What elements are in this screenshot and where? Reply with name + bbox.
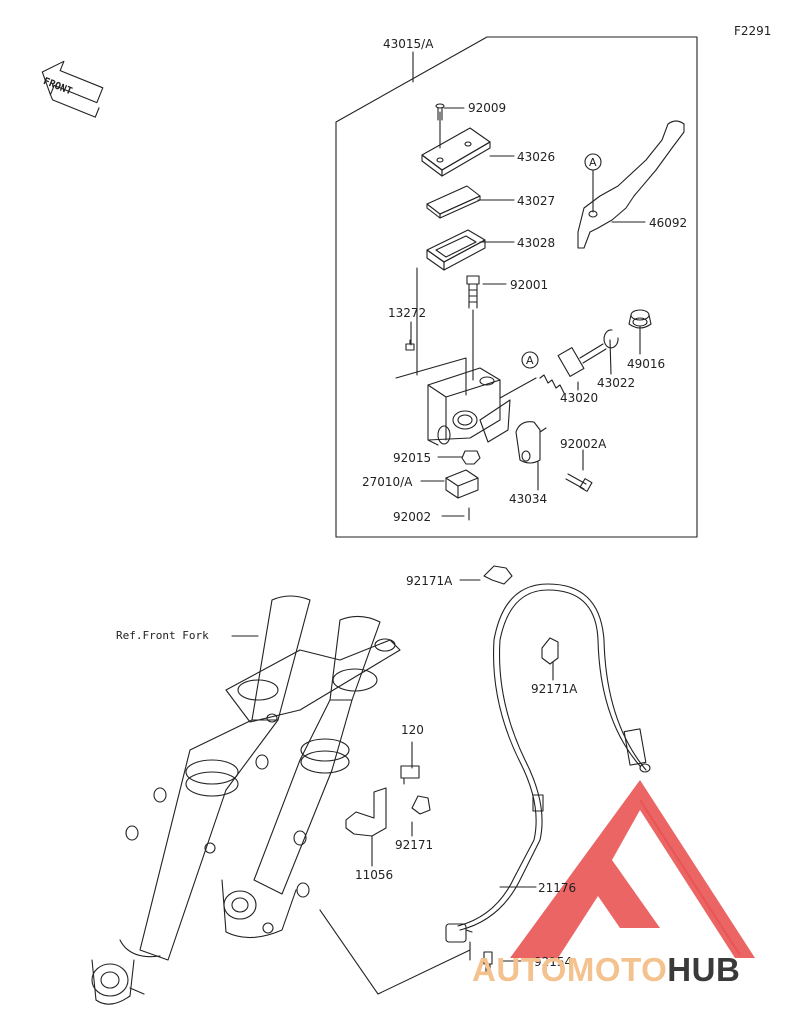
bolt-120	[400, 741, 420, 785]
clamp-43034	[515, 421, 547, 464]
label-92154: 92154	[534, 955, 573, 969]
bolt-92001	[466, 275, 480, 309]
label-43026: 43026	[517, 150, 556, 164]
front-fork	[91, 595, 401, 1005]
label-92015: 92015	[393, 451, 432, 465]
callout-a-lever: A	[589, 156, 597, 169]
watermark-auto: AUTO	[472, 951, 567, 988]
callout-a-piston: A	[526, 354, 534, 367]
label-43022: 43022	[597, 376, 636, 390]
ref-front-fork-label: Ref.Front Fork	[116, 629, 209, 642]
label-43027: 43027	[517, 194, 556, 208]
label-120: 120	[401, 723, 424, 737]
watermark-hub: HUB	[667, 951, 741, 988]
label-92171A-top: 92171A	[406, 574, 453, 588]
label-46092: 46092	[649, 216, 688, 230]
watermark-moto: MOTO	[566, 951, 668, 988]
label-27010A: 27010/A	[362, 475, 413, 489]
label-43034: 43034	[509, 492, 548, 506]
front-arrow	[41, 60, 104, 118]
label-92171A-mid: 92171A	[531, 682, 578, 696]
plate-43027	[426, 185, 481, 219]
clamp-92171A-mid	[541, 637, 559, 665]
clip-92171	[411, 795, 431, 815]
label-92002: 92002	[393, 510, 432, 524]
switch-27010A	[445, 469, 479, 499]
label-43015A: 43015/A	[383, 37, 434, 51]
nut-92015	[461, 450, 481, 465]
label-13272: 13272	[388, 306, 427, 320]
watermark-logo-inner	[639, 799, 741, 956]
label-43020: 43020	[560, 391, 599, 405]
cap-43026	[421, 127, 491, 177]
watermark-logo-shape	[510, 780, 755, 958]
boot-49016	[628, 309, 652, 329]
label-21176: 21176	[538, 881, 577, 895]
bolt-92002A	[565, 473, 593, 492]
label-92009: 92009	[468, 101, 507, 115]
bracket-11056	[345, 787, 387, 867]
assembly-frame	[335, 36, 698, 538]
watermark-text: AUTOMOTOHUB	[472, 952, 740, 988]
label-92001: 92001	[510, 278, 549, 292]
label-43028: 43028	[517, 236, 556, 250]
clamp-92171A-top	[483, 565, 513, 585]
circlip-43022	[603, 329, 619, 349]
master-cylinder-body	[427, 367, 511, 446]
cable-21176	[445, 583, 651, 943]
figure-code: F2291	[734, 24, 772, 38]
screw-92009	[435, 103, 445, 121]
label-11056: 11056	[355, 868, 394, 882]
label-92002A: 92002A	[560, 437, 607, 451]
screw-13272	[405, 339, 415, 351]
bolt-92154	[483, 951, 493, 975]
piston-43020	[539, 343, 607, 394]
diaphragm-43028	[426, 229, 486, 271]
label-49016: 49016	[627, 357, 666, 371]
label-92171: 92171	[395, 838, 434, 852]
